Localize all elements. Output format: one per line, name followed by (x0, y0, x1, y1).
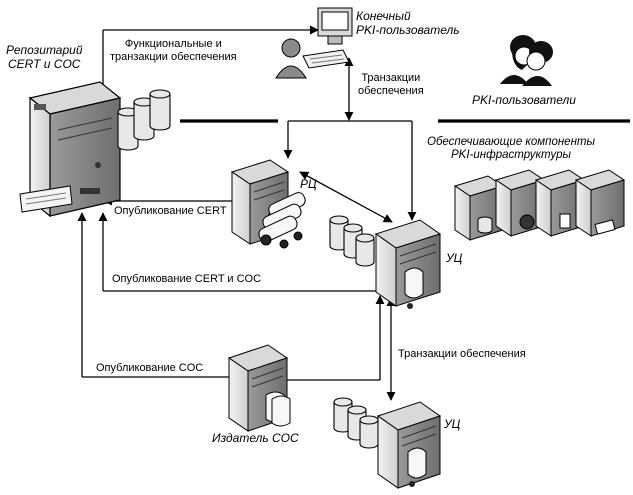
publish-cert-label: Опубликование CERT (114, 205, 227, 217)
functional-transactions-line1: Функциональные и (124, 38, 222, 50)
support-transactions-line1: Транзакции (361, 72, 421, 84)
line-rc-uc (299, 171, 393, 223)
end-user-label-line2: PKI-пользователь (356, 22, 460, 37)
support-servers (453, 169, 626, 241)
functional-transactions-line2: транзакции обеспечения (110, 50, 237, 63)
uc-bottom-server (376, 401, 442, 489)
uc-top-label: УЦ (446, 251, 463, 265)
repository-label: Репозитарий CERT и COC (6, 43, 83, 72)
uc-top-server (374, 219, 442, 309)
functional-transactions-label: Функциональные и транзакции обеспечения (110, 38, 237, 63)
end-user-figure (275, 7, 353, 79)
uc-bottom-label: УЦ (444, 417, 461, 431)
support-transactions-bottom-label: Транзакции обеспечения (398, 348, 526, 360)
pki-users-figure (500, 35, 553, 86)
publish-cert-coc-label: Опубликование CERT и COC (112, 273, 262, 285)
end-user-label-line1: Конечный (356, 9, 411, 23)
rc-certificates (258, 192, 306, 249)
repository-disks (117, 89, 171, 151)
uc-top-disks (329, 215, 375, 267)
coc-issuer-label: Издатель COC (212, 431, 299, 445)
pki-users-label: PKI-пользователи (472, 93, 576, 107)
repository-label-line2: CERT и COC (8, 56, 81, 71)
publish-coc-label: Опубликование COC (96, 362, 204, 374)
connections (77, 25, 630, 401)
support-transactions-label: Транзакции обеспечения (358, 72, 424, 97)
support-transactions-line2: обеспечения (358, 84, 424, 97)
repository-label-line1: Репозитарий (6, 43, 83, 57)
support-server-4 (574, 169, 626, 237)
coc-issuer-server (227, 344, 291, 432)
repository-server (19, 81, 122, 218)
support-components-line2: PKI-инфраструктуры (451, 149, 571, 162)
support-components-label: Обеспечивающие компоненты PKI-инфраструк… (427, 136, 595, 162)
uc-bottom-disks (333, 397, 379, 449)
support-server-1 (453, 175, 505, 241)
support-components-line1: Обеспечивающие компоненты (427, 136, 595, 148)
end-user-label: Конечный PKI-пользователь (356, 9, 460, 38)
rc-label: РЦ (300, 177, 317, 191)
